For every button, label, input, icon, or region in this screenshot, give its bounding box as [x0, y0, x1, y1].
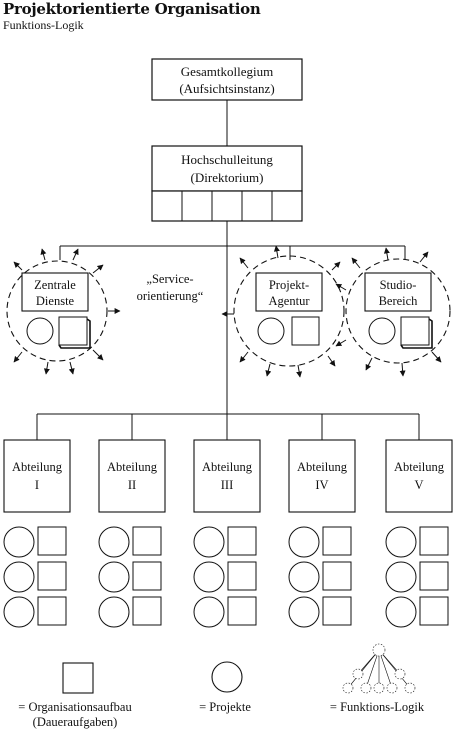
service-label-line1: „Service-: [146, 272, 193, 286]
projekt-grids: [3, 526, 449, 628]
abteilung-2: Abteilung II: [98, 439, 166, 513]
page-subtitle: Funktions-Logik: [3, 18, 84, 32]
abteilung-3: Abteilung III: [193, 439, 261, 513]
unit-label-line2: Dienste: [36, 294, 75, 308]
abteilung-label: Abteilung: [297, 460, 348, 474]
gesamtkollegium-label: Gesamtkollegium: [181, 64, 273, 79]
hochschulleitung-label: Hochschulleitung: [181, 152, 273, 167]
unit-label-line2: Bereich: [379, 294, 419, 308]
legend-organisationsaufbau: = Organisationsaufbau: [18, 700, 132, 714]
radial-arrows: [13, 248, 121, 375]
abteilung-label: Abteilung: [12, 460, 63, 474]
abteilung-numeral: V: [414, 478, 423, 492]
hochschulleitung-box: Hochschulleitung (Direktorium): [151, 145, 303, 222]
legend-projekte: = Projekte: [199, 700, 251, 714]
radial-arrows: [221, 245, 341, 378]
page-title: Projektorientierte Organisation: [3, 0, 261, 18]
abteilung-numeral: I: [35, 478, 39, 492]
abteilung-numeral: III: [221, 478, 234, 492]
daueraufgaben-square: [58, 316, 88, 346]
legend-square-icon: [62, 662, 94, 694]
abteilung-5: Abteilung V: [385, 439, 453, 513]
legend-circle-icon: [211, 661, 243, 693]
legend: = Organisationsaufbau (Daueraufgaben) = …: [18, 643, 425, 729]
service-unit-zentrale-dienste: Zentrale Dienste: [6, 248, 121, 375]
gesamtkollegium-box: Gesamtkollegium (Aufsichtsinstanz): [151, 58, 303, 101]
hochschulleitung-sublabel: (Direktorium): [191, 170, 264, 185]
unit-label-line1: Projekt-: [269, 278, 309, 292]
radial-arrows: [335, 247, 442, 377]
connector-lines: [36, 100, 420, 440]
projekt-circle: [257, 317, 285, 345]
abteilung-label: Abteilung: [107, 460, 158, 474]
unit-label-line2: Agentur: [269, 294, 311, 308]
daueraufgaben-square: [400, 316, 430, 346]
abteilung-label: Abteilung: [394, 460, 445, 474]
abteilung-label: Abteilung: [202, 460, 253, 474]
daueraufgaben-square: [291, 316, 320, 346]
unit-label-line1: Studio-: [380, 278, 417, 292]
service-label-line2: orientierung“: [137, 289, 204, 303]
abteilung-4: Abteilung IV: [288, 439, 356, 513]
legend-funktions-logik: = Funktions-Logik: [330, 700, 425, 714]
gesamtkollegium-sublabel: (Aufsichtsinstanz): [179, 81, 274, 96]
abteilung-numeral: II: [128, 478, 136, 492]
abteilung-1: Abteilung I: [3, 439, 71, 513]
abteilung-numeral: IV: [315, 478, 328, 492]
projekt-circle: [26, 317, 54, 345]
service-unit-projekt-agentur: Projekt- Agentur: [221, 245, 345, 378]
unit-label-line1: Zentrale: [34, 278, 76, 292]
service-unit-studio-bereich: Studio- Bereich: [335, 247, 451, 377]
legend-daueraufgaben: (Daueraufgaben): [33, 715, 118, 729]
projekt-circle: [368, 317, 396, 345]
legend-funktions-logik-icon: [342, 643, 416, 694]
abteilungen: Abteilung I Abteilung II Abteilung III A…: [3, 439, 453, 513]
